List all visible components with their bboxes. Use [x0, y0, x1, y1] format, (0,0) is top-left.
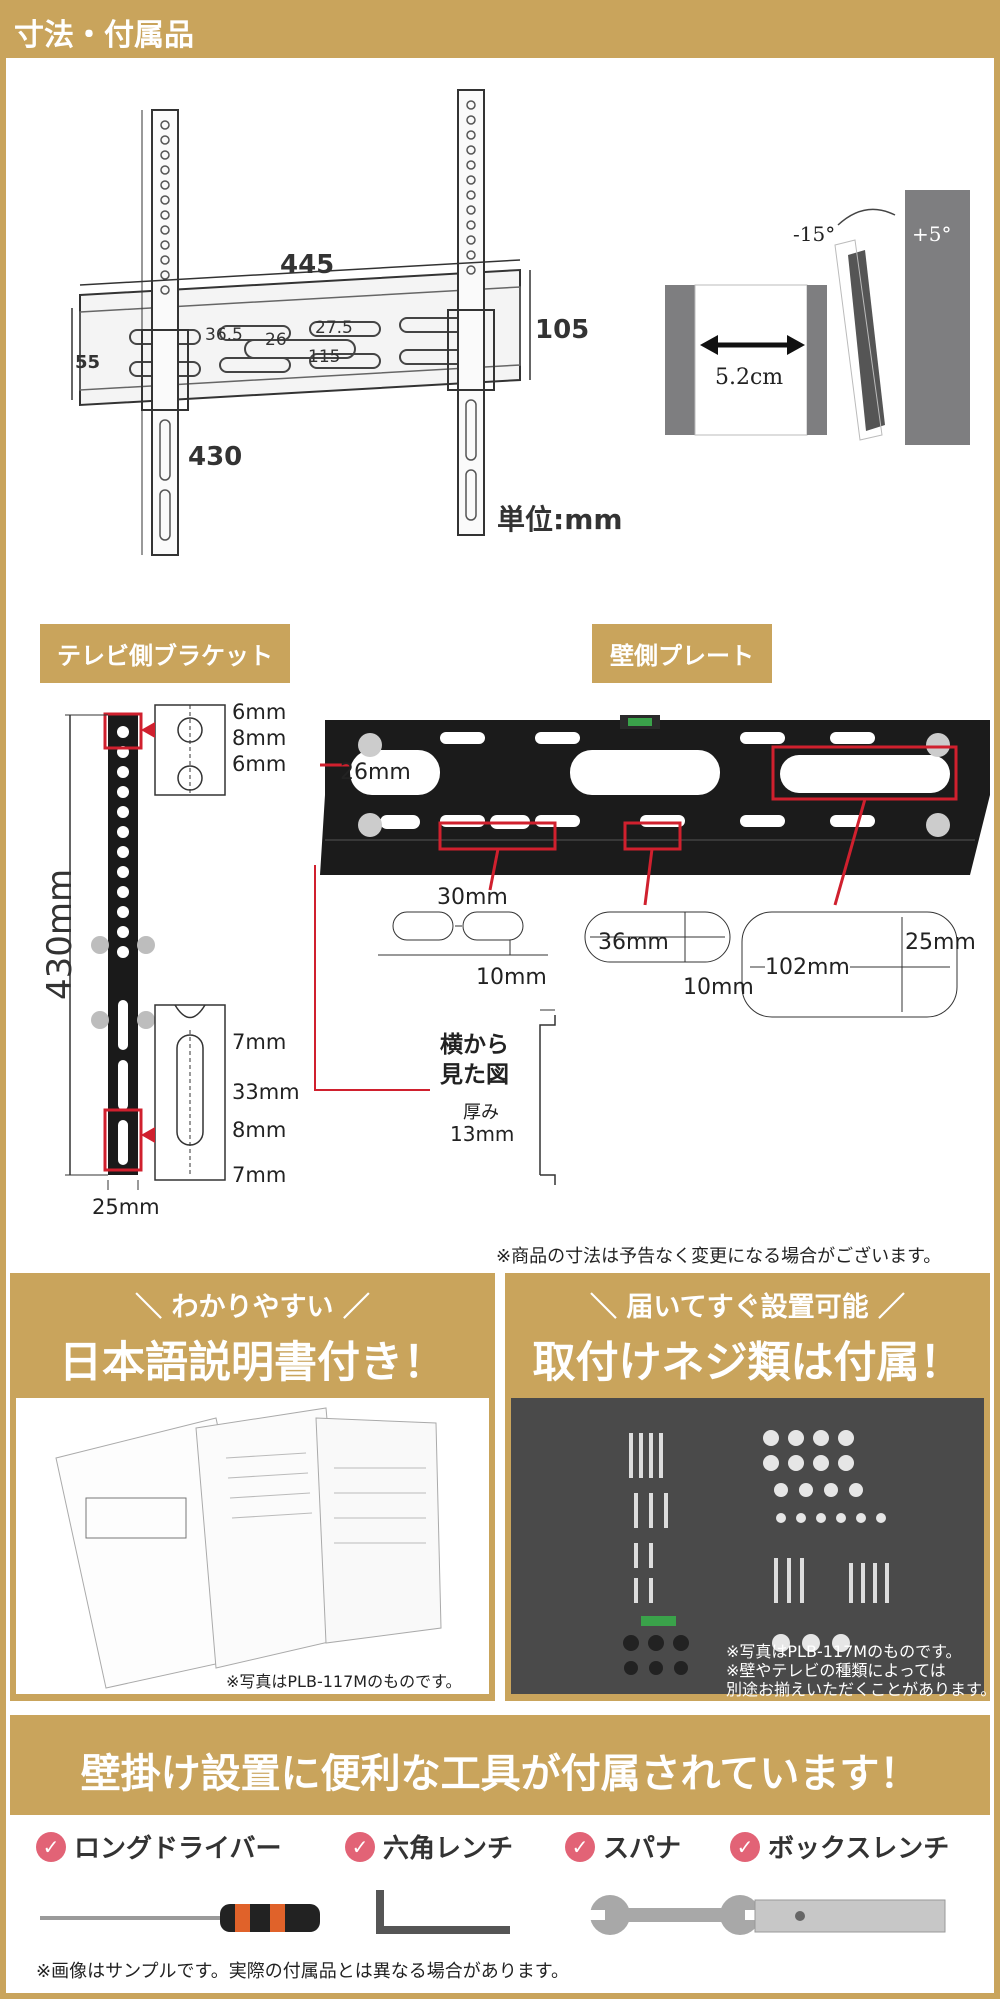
bottom-slot-7b: 7mm: [232, 1163, 287, 1187]
plate-edge-26: 26mm: [340, 760, 411, 785]
tools-note: ※画像はサンプルです。実際の付属品とは異なる場合があります。: [36, 1961, 569, 1982]
tilt-minus: -15°: [793, 222, 836, 246]
header-title: 寸法・付属品: [14, 18, 194, 53]
tools-images: [40, 1890, 946, 1935]
tool-item-hex-wrench: ✓ 六角レンチ: [345, 1828, 513, 1865]
dim-width-445: 445: [280, 250, 335, 280]
dim-55: 55: [75, 352, 101, 373]
tool-label: ロングドライバー: [74, 1834, 282, 1864]
screw-panel: ＼ 届いてすぐ設置可能 ／ 取付けネジ類は付属！ ※写真はPLB-11: [505, 1273, 996, 1701]
manual-photo-note: ※写真はPLB-117Mのものです。: [226, 1672, 462, 1691]
large-slot-width: 102mm: [765, 955, 850, 980]
mount-overview-drawing: [71, 89, 531, 556]
side-view-label-2: 見た図: [440, 1062, 509, 1088]
manual-panel-main: 日本語説明書付き！: [59, 1338, 446, 1388]
tools-banner: 壁掛け設置に便利な工具が付属されています！: [10, 1715, 990, 1815]
tool-item-box-wrench: ✓ ボックスレンチ: [730, 1828, 949, 1865]
mid-slot-width: 36mm: [598, 930, 669, 955]
mid-slot-height: 10mm: [683, 975, 754, 1000]
screw-photo-note-3: 別途お揃えいただくことがあります。: [726, 1680, 997, 1699]
tv-bracket-drawing: [65, 704, 226, 1190]
unit-label: 単位:mm: [497, 503, 623, 536]
tilt-side-view: [665, 190, 970, 445]
bracket-height: 430mm: [40, 868, 80, 1000]
small-slot-height: 10mm: [476, 965, 547, 990]
dim-36-5: 36.5: [205, 325, 243, 345]
screw-photo-note-2: ※壁やテレビの種類によっては: [726, 1661, 946, 1680]
thickness-label: 厚み: [463, 1102, 499, 1123]
manual-panel: ＼ わかりやすい ／ 日本語説明書付き！ ※写真はPLB-117Mのものです。: [10, 1273, 495, 1701]
screw-photo: ※写真はPLB-117Mのものです。 ※壁やテレビの種類によっては 別途お揃えい…: [511, 1398, 996, 1699]
bottom-slot-33: 33mm: [232, 1080, 300, 1104]
dimension-note: ※商品の寸法は予告なく変更になる場合がございます。: [496, 1246, 942, 1267]
wall-plate-drawing: [314, 715, 990, 1185]
tool-label: スパナ: [603, 1834, 682, 1864]
side-view-label-1: 横から: [440, 1032, 509, 1058]
screw-panel-head: ＼ 届いてすぐ設置可能 ／ 取付けネジ類は付属！: [505, 1273, 990, 1398]
bottom-slot-8: 8mm: [232, 1118, 287, 1142]
thickness-value: 13mm: [450, 1122, 515, 1146]
check-icon: ✓: [730, 1831, 760, 1862]
screw-panel-sub: ＼ 届いてすぐ設置可能 ／: [590, 1292, 905, 1323]
dim-115: 115: [308, 347, 341, 367]
manual-panel-sub: ＼ わかりやすい ／: [135, 1292, 370, 1323]
wall-plate-tag: 壁側プレート: [592, 624, 772, 683]
manual-panel-head: ＼ わかりやすい ／ 日本語説明書付き！: [10, 1273, 495, 1398]
tools-title: 壁掛け設置に便利な工具が付属されています！: [80, 1751, 920, 1797]
tool-item-spanner: ✓ スパナ: [565, 1828, 681, 1865]
bottom-slot-7a: 7mm: [232, 1030, 287, 1054]
small-slot-width: 30mm: [437, 885, 508, 910]
dim-height-430: 430: [188, 442, 243, 472]
large-slot-height: 25mm: [905, 930, 976, 955]
screw-photo-note-1: ※写真はPLB-117Mのものです。: [726, 1642, 962, 1661]
dim-height-105: 105: [535, 315, 590, 345]
screw-set-image: [623, 1430, 889, 1675]
check-icon: ✓: [565, 1831, 595, 1862]
top-hole-6b: 6mm: [232, 752, 287, 776]
screw-panel-main: 取付けネジ類は付属！: [532, 1338, 963, 1388]
tool-item-long-driver: ✓ ロングドライバー: [36, 1828, 281, 1865]
section-header: 寸法・付属品: [0, 0, 1000, 58]
top-hole-6a: 6mm: [232, 700, 287, 724]
tilt-plus: +5°: [912, 222, 952, 246]
bracket-width: 25mm: [92, 1195, 160, 1219]
tool-label: 六角レンチ: [383, 1834, 514, 1864]
top-hole-8: 8mm: [232, 726, 287, 750]
tool-label: ボックスレンチ: [768, 1834, 950, 1864]
mount-depth: 5.2cm: [715, 365, 784, 390]
dim-26: 26: [265, 330, 287, 350]
check-icon: ✓: [345, 1831, 375, 1862]
dim-27-5: 27.5: [315, 318, 353, 338]
manual-booklet-image: [55, 1407, 442, 1689]
tv-bracket-tag: テレビ側ブラケット: [40, 624, 290, 683]
check-icon: ✓: [36, 1831, 66, 1862]
manual-photo: ※写真はPLB-117Mのものです。: [16, 1398, 489, 1694]
